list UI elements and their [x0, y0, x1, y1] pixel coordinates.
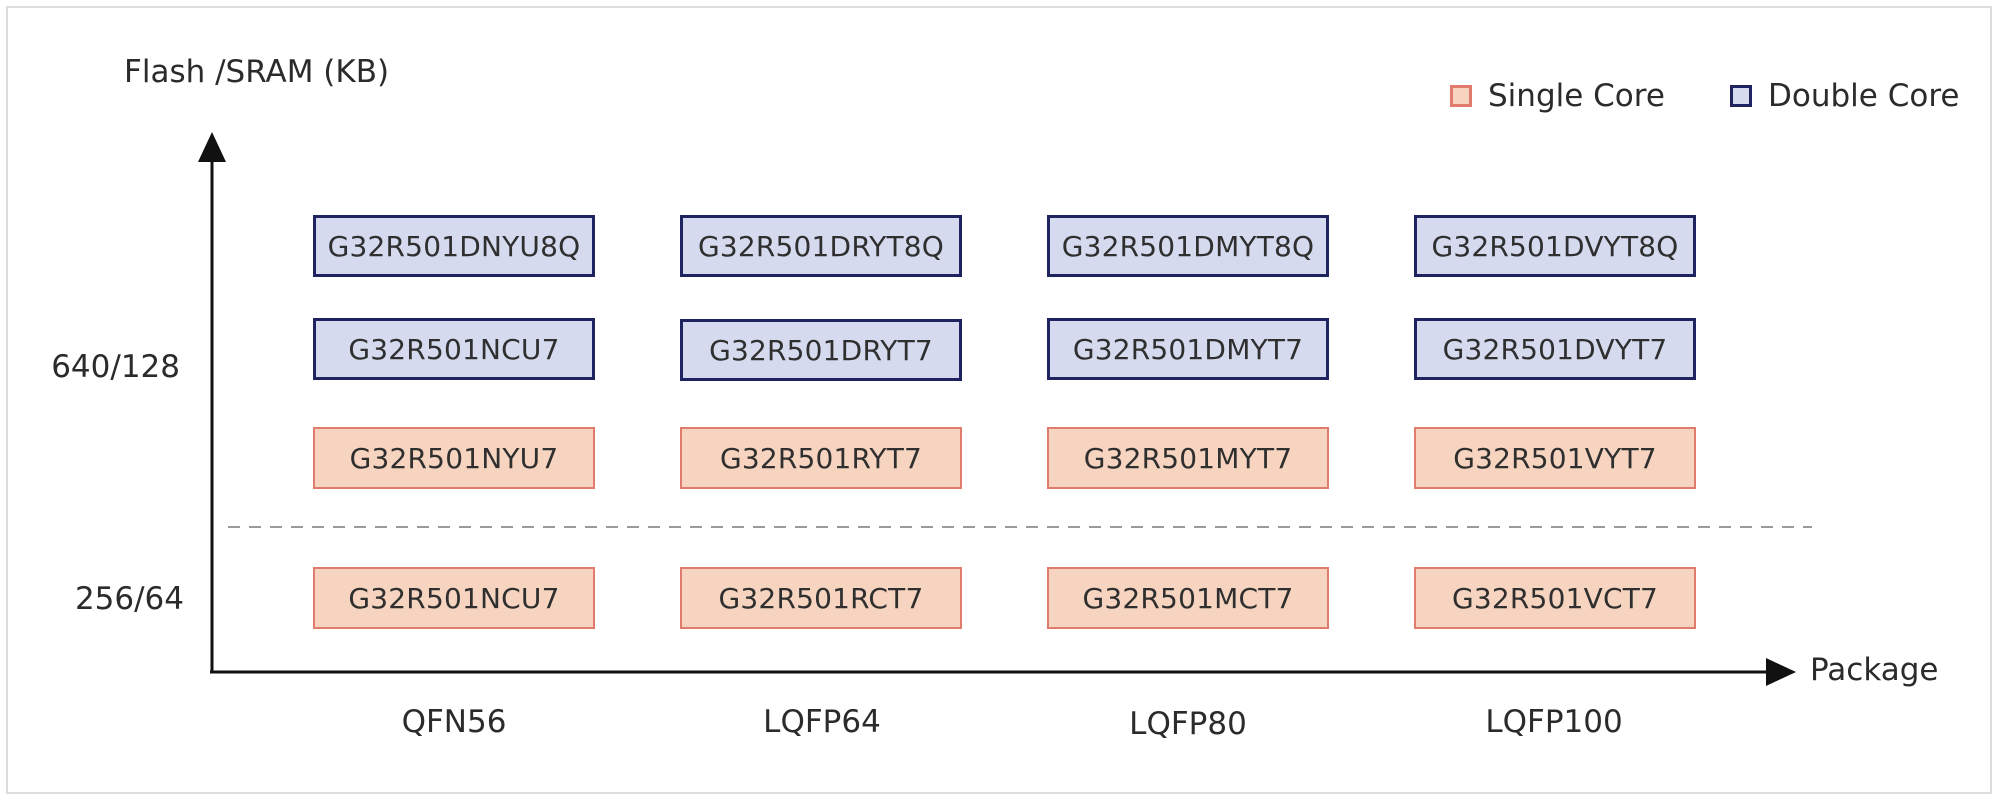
part-chip-single-core: G32R501NCU7	[313, 567, 595, 629]
package-label-lqfp80: LQFP80	[1129, 706, 1247, 742]
legend-single-core-label: Single Core	[1488, 78, 1665, 114]
part-chip-single-core: G32R501MYT7	[1047, 427, 1329, 489]
part-chip-single-core: G32R501VCT7	[1414, 567, 1696, 629]
diagram-frame	[6, 6, 1992, 794]
package-label-lqfp64: LQFP64	[763, 704, 881, 740]
part-chip-single-core: G32R501RCT7	[680, 567, 962, 629]
y-level-640-128: 640/128	[51, 349, 180, 385]
y-axis-arrow	[198, 132, 226, 162]
x-axis-arrow	[1766, 658, 1796, 686]
part-chip-single-core: G32R501NYU7	[313, 427, 595, 489]
single-core-swatch	[1450, 85, 1472, 107]
part-chip-double-core: G32R501DNYU8Q	[313, 215, 595, 277]
part-chip-double-core: G32R501DRYT7	[680, 319, 962, 381]
part-chip-single-core: G32R501MCT7	[1047, 567, 1329, 629]
part-chip-double-core: G32R501NCU7	[313, 318, 595, 380]
legend-double-core: Double Core	[1730, 78, 1959, 114]
part-chip-double-core: G32R501DVYT7	[1414, 318, 1696, 380]
y-level-256-64: 256/64	[74, 581, 184, 617]
part-chip-single-core: G32R501VYT7	[1414, 427, 1696, 489]
part-chip-double-core: G32R501DMYT8Q	[1047, 215, 1329, 277]
y-axis-title: Flash /SRAM (KB)	[124, 54, 390, 90]
part-chip-double-core: G32R501DMYT7	[1047, 318, 1329, 380]
legend-double-core-label: Double Core	[1768, 78, 1960, 114]
part-chip-double-core: G32R501DVYT8Q	[1414, 215, 1696, 277]
legend-single-core: Single Core	[1450, 78, 1665, 114]
part-chip-single-core: G32R501RYT7	[680, 427, 962, 489]
x-axis-title: Package	[1810, 652, 1939, 688]
part-chip-double-core: G32R501DRYT8Q	[680, 215, 962, 277]
double-core-swatch	[1730, 85, 1752, 107]
package-label-qfn56: QFN56	[401, 704, 507, 740]
package-label-lqfp100: LQFP100	[1485, 704, 1623, 740]
